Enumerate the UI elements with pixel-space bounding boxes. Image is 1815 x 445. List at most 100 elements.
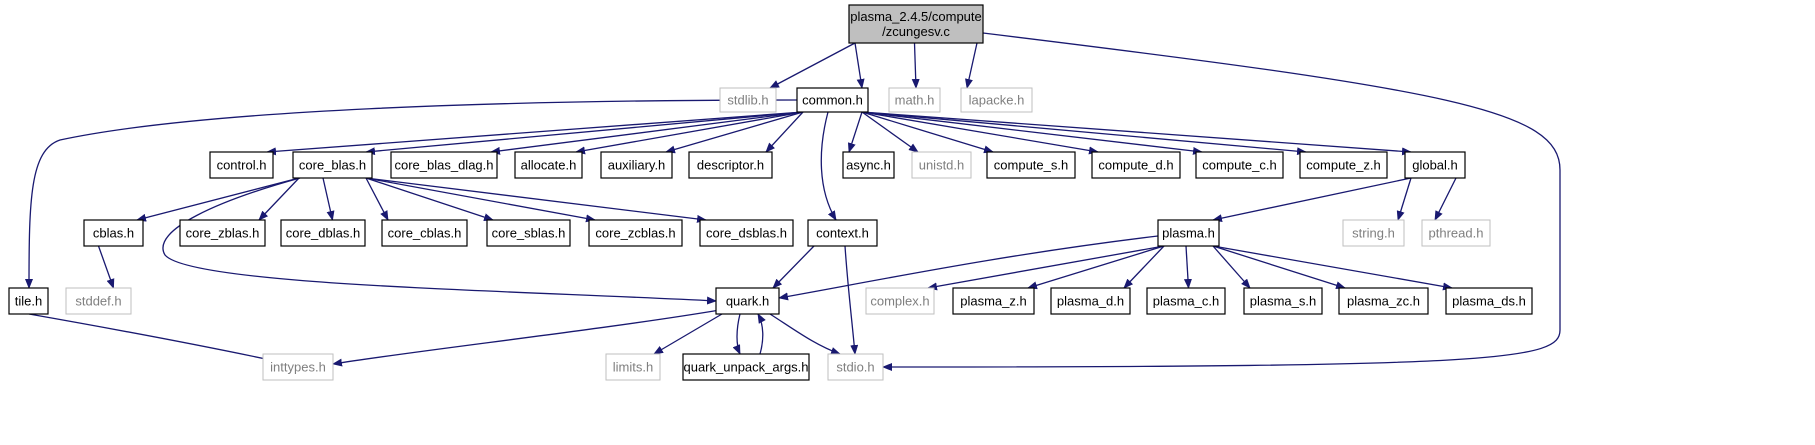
node-box [262,353,334,381]
node-label: stddef.h [75,293,121,308]
node-box [842,151,895,179]
node-box [280,219,366,247]
edge-common-to-descriptor [765,111,804,153]
node-box [865,287,935,315]
edge-zcungesv-to-stdlib [769,42,856,89]
edge-common-to-core_blas [365,111,804,156]
node-core-dsblas[interactable]: core_dsblas.h [699,219,794,247]
edge-plasma-to-plasma_c [1183,245,1192,289]
node-label: async.h [846,157,891,172]
node-plasma-z[interactable]: plasma_z.h [952,287,1035,315]
node-box [605,353,661,381]
edge-global-to-plasma [1212,177,1412,223]
node-box [381,219,468,247]
node-label: plasma_z.h [960,293,1026,308]
edge-common-to-unistd [861,111,919,153]
node-core-blas-dlag[interactable]: core_blas_dlag.h [390,151,498,179]
node-plasma-s[interactable]: plasma_s.h [1243,287,1323,315]
edge-core_blas-to-core_zcblas [365,177,596,223]
node-label: core_sblas.h [492,225,566,240]
node-label: quark_unpack_args.h [683,359,808,374]
node-label: core_dblas.h [286,225,360,240]
edge-common-to-async [847,111,863,153]
node-compute-d[interactable]: compute_d.h [1091,151,1181,179]
node-complex: complex.h [865,287,935,315]
node-box [952,287,1035,315]
edge-quark-to-limits [653,313,723,355]
node-label: global.h [1412,157,1458,172]
node-core-zcblas[interactable]: core_zcblas.h [588,219,683,247]
node-box [719,87,777,113]
node-label: core_blas.h [299,157,366,172]
node-label: core_zblas.h [186,225,260,240]
node-plasma-d[interactable]: plasma_d.h [1050,287,1131,315]
node-core-blas[interactable]: core_blas.h [292,151,373,179]
node-core-sblas[interactable]: core_sblas.h [486,219,571,247]
edge-global-to-pthread [1434,177,1457,221]
node-async[interactable]: async.h [842,151,895,179]
edge-common-to-compute_z [861,111,1307,156]
node-lapacke: lapacke.h [960,87,1033,113]
node-label: cblas.h [93,225,134,240]
node-quark[interactable]: quark.h [715,287,780,315]
edge-plasma-to-quark [778,235,1159,301]
node-compute-s[interactable]: compute_s.h [986,151,1076,179]
node-plasma-ds[interactable]: plasma_ds.h [1445,287,1533,315]
node-core-dblas[interactable]: core_dblas.h [280,219,366,247]
edge-core_blas-to-core_dblas [322,177,335,221]
node-label: inttypes.h [270,359,326,374]
node-plasma[interactable]: plasma.h [1157,219,1220,247]
node-label: tile.h [15,293,42,308]
node-core-cblas[interactable]: core_cblas.h [381,219,468,247]
node-cblas[interactable]: cblas.h [83,219,144,247]
edge-core_blas-to-cblas [136,177,300,222]
edge-plasma-to-plasma_zc [1212,245,1346,290]
edge-core_blas-to-core_dsblas [365,177,707,223]
edge-context-to-quark [772,245,815,289]
node-box [796,87,869,113]
edge-zcungesv-to-common [854,42,865,89]
node-control[interactable]: control.h [209,151,274,179]
node-descriptor[interactable]: descriptor.h [688,151,773,179]
edge-common-to-control [266,111,804,156]
edge-tile-to-inttypes [28,313,281,365]
node-zcungesv[interactable]: plasma_2.4.5/compute/zcungesv.c [848,4,984,44]
node-label: lapacke.h [969,92,1025,107]
node-label: complex.h [870,293,929,308]
edge-context-to-stdio [844,245,859,355]
node-box [486,219,571,247]
node-tile[interactable]: tile.h [8,287,49,315]
node-compute-c[interactable]: compute_c.h [1195,151,1284,179]
node-allocate[interactable]: allocate.h [514,151,583,179]
node-label: plasma_2.4.5/compute [850,9,982,24]
node-label: stdlib.h [727,92,768,107]
edge-zcungesv-to-stdio [882,32,1561,371]
node-box [911,151,972,179]
node-label: pthread.h [1429,225,1484,240]
node-auxiliary[interactable]: auxiliary.h [600,151,673,179]
node-box [1404,151,1466,179]
node-global[interactable]: global.h [1404,151,1466,179]
node-box [715,287,780,315]
edge-global-to-string [1396,177,1412,221]
node-compute-z[interactable]: compute_z.h [1299,151,1388,179]
node-pthread: pthread.h [1421,219,1491,247]
node-stdio: stdio.h [827,353,884,381]
node-label: common.h [802,92,863,107]
node-box [827,353,884,381]
node-label: limits.h [613,359,653,374]
edge-common-to-compute_s [861,111,994,154]
node-plasma-c[interactable]: plasma_c.h [1146,287,1226,315]
node-quark-unpack-args[interactable]: quark_unpack_args.h [682,353,810,381]
edge-common-to-auxiliary [665,111,804,154]
node-common[interactable]: common.h [796,87,869,113]
edge-common-to-compute_c [861,111,1203,155]
edge-plasma-to-plasma_ds [1212,245,1453,291]
edge-core_blas-to-quark [162,177,717,305]
node-label: plasma_c.h [1153,293,1219,308]
edge-common-to-tile [25,99,798,289]
node-context[interactable]: context.h [807,219,878,247]
node-plasma-zc[interactable]: plasma_zc.h [1338,287,1429,315]
node-core-zblas[interactable]: core_zblas.h [179,219,266,247]
